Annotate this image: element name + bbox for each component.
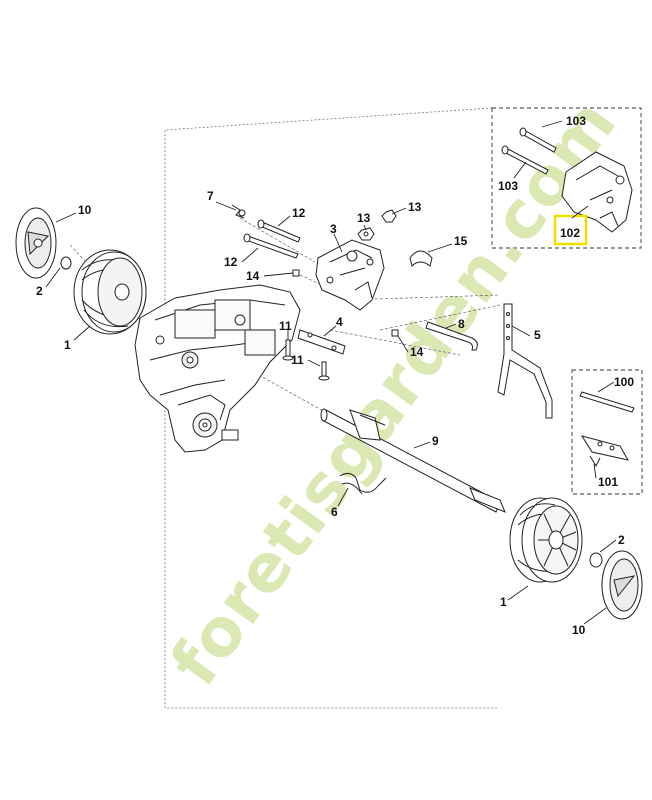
callout-11-upper[interactable]: 11: [279, 319, 292, 333]
pin-7: [231, 204, 246, 219]
callout-8[interactable]: 8: [458, 317, 465, 331]
callout-leaders: [45, 120, 617, 625]
wheel-cap-right: [601, 550, 643, 620]
inset-axle-parts: [579, 391, 635, 468]
callout-4[interactable]: 4: [336, 315, 343, 329]
clip-15: [409, 250, 433, 267]
rod-8: [425, 321, 478, 351]
callout-103-lower[interactable]: 103: [498, 179, 518, 193]
callout-13-left[interactable]: 13: [357, 211, 371, 225]
washer-right: [589, 552, 603, 568]
callout-12-upper[interactable]: 12: [292, 206, 306, 220]
inset-box-axle-parts: [571, 369, 643, 495]
bolt-11-a: [282, 339, 294, 361]
callout-11-lower[interactable]: 11: [291, 353, 304, 367]
callout-6[interactable]: 6: [331, 505, 338, 519]
callout-100[interactable]: 100: [614, 375, 634, 389]
callout-14-upper[interactable]: 14: [246, 269, 260, 283]
bolts-12: [243, 219, 301, 259]
callout-103-upper[interactable]: 103: [566, 114, 586, 128]
spring-6: [339, 472, 387, 495]
chassis-housing: [134, 284, 301, 453]
nut-13-b: [381, 209, 397, 223]
callout-2-left[interactable]: 2: [36, 284, 43, 298]
highlight-102-box: [553, 214, 588, 246]
plate-4: [297, 329, 346, 355]
wheel-cap-left: [15, 207, 57, 279]
lever-5: [497, 303, 553, 419]
nut-13-a: [357, 227, 375, 241]
callout-7[interactable]: 7: [207, 189, 214, 203]
callout-5[interactable]: 5: [534, 328, 541, 342]
nut-14-upper: [292, 269, 300, 277]
callout-10-left[interactable]: 10: [78, 203, 92, 217]
callout-3[interactable]: 3: [330, 222, 337, 236]
wheel-right: [509, 497, 583, 583]
callout-12-lower[interactable]: 12: [224, 255, 238, 269]
bolt-11-b: [318, 361, 330, 381]
inset-box-bracket: [491, 107, 642, 249]
callout-1-left[interactable]: 1: [64, 338, 71, 352]
callout-labels: 103 103 102 10 7 12 3 13 13 15 12 14 2 1…: [36, 114, 634, 637]
callout-101[interactable]: 101: [598, 475, 618, 489]
callout-102[interactable]: 102: [560, 226, 580, 240]
callout-15[interactable]: 15: [454, 234, 468, 248]
callout-14-lower[interactable]: 14: [410, 345, 424, 359]
callout-1-right[interactable]: 1: [500, 595, 507, 609]
bracket-3: [315, 239, 385, 311]
wheel-left: [73, 249, 147, 335]
axle-9: [320, 408, 506, 513]
callout-10-right[interactable]: 10: [572, 623, 586, 637]
callout-2-right[interactable]: 2: [618, 533, 625, 547]
nut-14-lower: [391, 329, 399, 337]
assembly-frame: [164, 107, 497, 709]
callout-9[interactable]: 9: [432, 434, 439, 448]
callout-13-right[interactable]: 13: [408, 200, 422, 214]
washer-left: [60, 256, 72, 270]
